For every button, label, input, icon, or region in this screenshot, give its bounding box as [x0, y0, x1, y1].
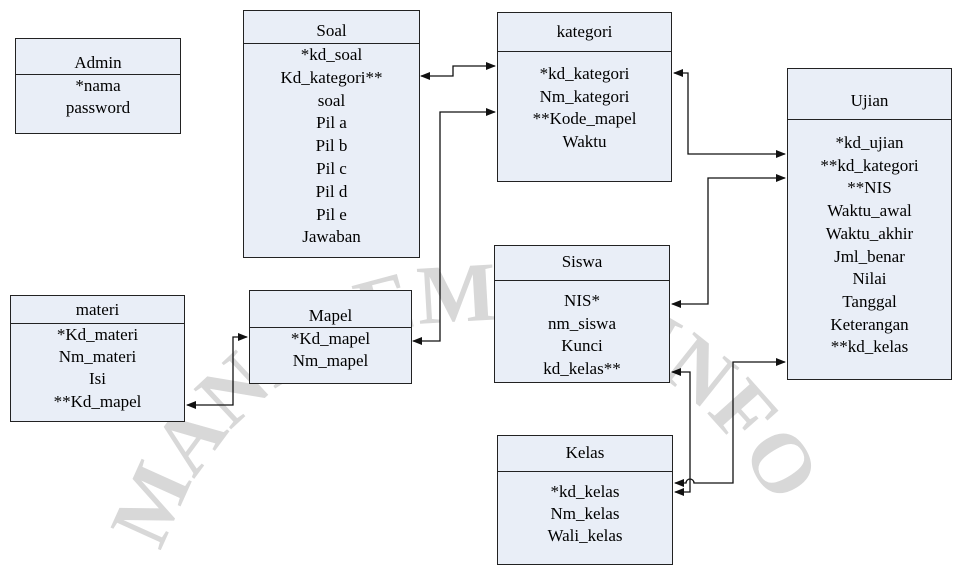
entity-title: Admin — [16, 39, 180, 75]
entity-field: Waktu — [562, 131, 607, 151]
entity-field: **Kode_mapel — [532, 109, 637, 128]
entity-title: Mapel — [250, 291, 411, 328]
entity-field: Jml_benar — [834, 246, 905, 266]
entity-field: Kunci — [561, 336, 603, 355]
entity-field: *Kd_materi — [56, 325, 139, 344]
entity-title: kategori — [498, 13, 671, 52]
entity-field: Pil d — [315, 181, 348, 201]
entity-field: Keterangan — [830, 314, 909, 334]
entity-title: Ujian — [788, 69, 951, 120]
field-list: *nama password — [16, 75, 180, 119]
entity-field: *kd_kelas — [550, 482, 620, 501]
entity-field: *kd_ujian — [835, 133, 904, 152]
entity-field: **Kd_mapel — [53, 391, 142, 411]
entity-field: Nm_kelas — [550, 504, 620, 523]
entity-field: password — [65, 98, 131, 117]
entity-field: Pil e — [316, 204, 347, 224]
entity-field: *kd_kategori — [539, 64, 630, 83]
entity-field: Pil b — [315, 136, 348, 156]
entity-field: **kd_kategori — [820, 155, 919, 175]
entity-field: Jawaban — [302, 227, 361, 247]
entity-field: kd_kelas** — [543, 358, 621, 378]
entity-field: Isi — [89, 369, 106, 389]
entity-field: Wali_kelas — [547, 526, 623, 545]
entity-admin: Admin *nama password — [15, 38, 181, 134]
entity-field: Pil a — [316, 113, 347, 133]
entity-field: Nm_kategori — [539, 86, 630, 106]
entity-field: Waktu_awal — [827, 201, 912, 221]
entity-field: Kd_kategori** — [280, 67, 383, 87]
entity-field: *kd_soal — [300, 45, 363, 64]
entity-title: materi — [11, 296, 184, 324]
entity-field: soal — [317, 90, 346, 110]
entity-field: NIS* — [564, 291, 600, 310]
entity-field: *nama — [75, 76, 121, 95]
entity-field: nm_siswa — [548, 313, 616, 333]
entity-title: Kelas — [498, 436, 672, 472]
entity-title: Siswa — [495, 246, 669, 281]
entity-field: **NIS — [847, 178, 892, 198]
entity-field: Tanggal — [842, 291, 897, 311]
entity-ujian: Ujian *kd_ujian **kd_kategori **NIS Waktu_a… — [787, 68, 952, 380]
entity-field: Nilai — [852, 269, 887, 289]
entity-field: Pil c — [316, 158, 347, 178]
entity-field: Nm_materi — [58, 347, 137, 367]
entity-field: **kd_kelas — [830, 337, 909, 357]
entity-field: *Kd_mapel — [290, 329, 371, 348]
entity-field: Nm_mapel — [292, 351, 369, 370]
entity-field: Waktu_akhir — [825, 223, 914, 243]
entity-title: Soal — [244, 11, 419, 44]
